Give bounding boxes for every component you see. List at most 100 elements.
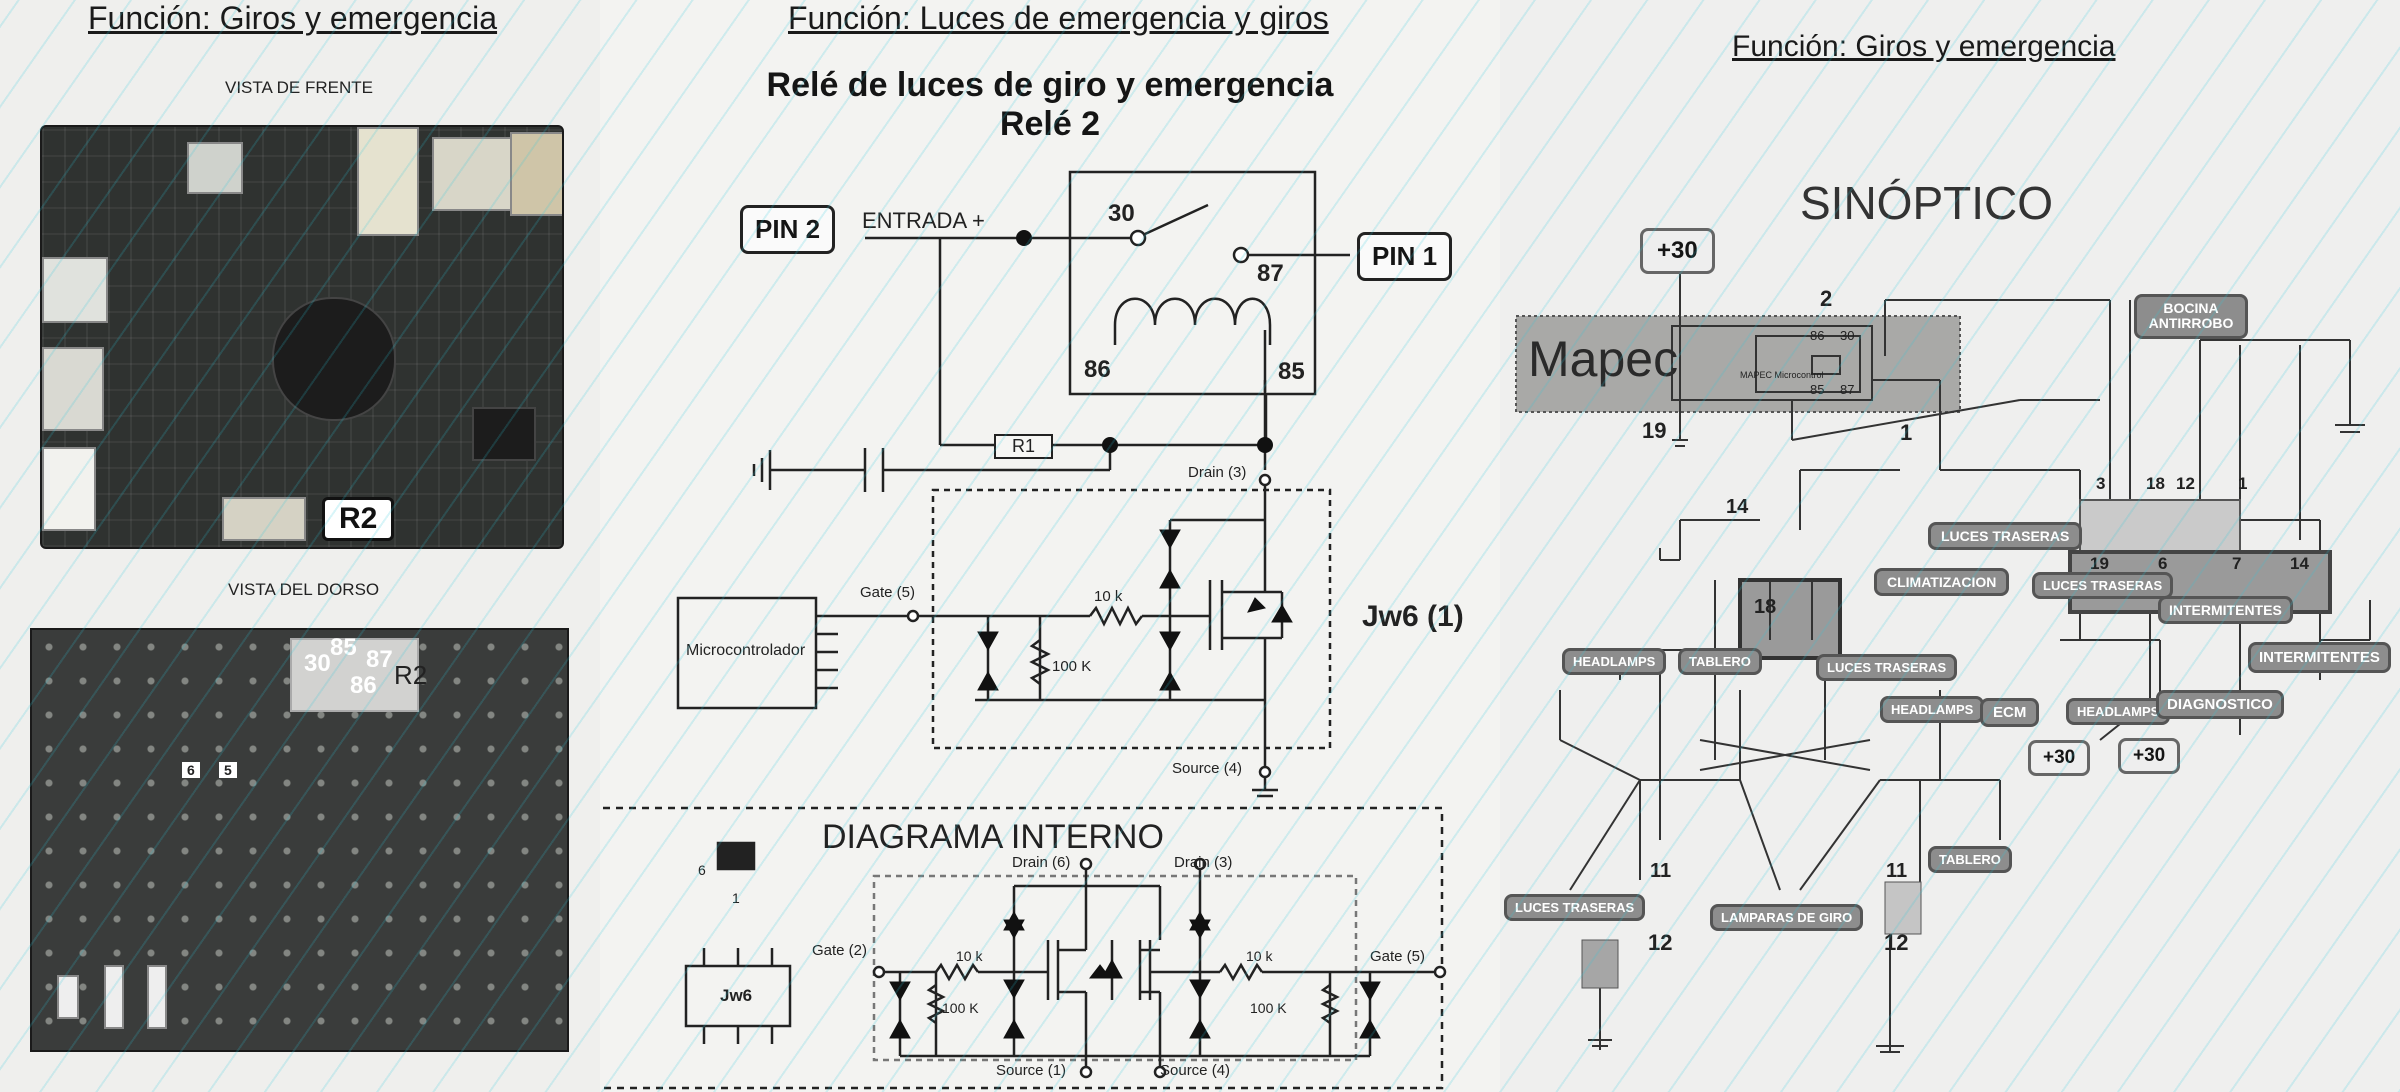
diagnostico-box: DIAGNOSTICO [2156, 690, 2284, 719]
resistor-10k-label: 10 k [1094, 588, 1123, 605]
internal-source-1: Source (1) [996, 1062, 1067, 1079]
relay-18-block [1738, 578, 1842, 660]
slot [57, 975, 79, 1019]
pin1-box: PIN 1 [1357, 232, 1453, 281]
back-r2-label: R2 [394, 660, 428, 690]
jw6-dashed-box [931, 488, 1332, 750]
connector-num-14: 14 [2290, 554, 2309, 573]
relay-pin-86: 86 [1084, 356, 1111, 383]
package-pin-6: 6 [698, 862, 706, 878]
panel-synoptic: Función: Giros y emergencia SINÓPTICO [1500, 0, 2400, 1092]
relay-block [222, 497, 306, 541]
connector-num-7: 7 [2232, 554, 2242, 573]
headlamps-left-box: HEADLAMPS [1562, 648, 1667, 675]
source-label: Source (4) [1172, 760, 1243, 777]
sinoptico-heading: SINÓPTICO [1800, 177, 2054, 229]
tablero-bottom-box: TABLERO [1928, 846, 2012, 873]
internal-100k-b: 100 K [1250, 1000, 1287, 1016]
relay-num-87: 87 [1840, 382, 1855, 397]
slot [147, 965, 167, 1029]
internal-drain-6: Drain (6) [1012, 854, 1071, 871]
relay-num-85: 85 [1810, 382, 1825, 397]
wire-num-1: 1 [1900, 420, 1913, 445]
drain-label: Drain (3) [1188, 464, 1247, 481]
wire-num-19: 19 [1642, 418, 1667, 443]
relay-heading: Relé de luces de giro y emergencia Relé … [600, 66, 1500, 144]
relay-outline [1068, 170, 1317, 396]
internal-10k-b: 10 k [1246, 948, 1273, 964]
entrada-label: ENTRADA + [862, 208, 985, 233]
internal-drain-3: Drain (3) [1174, 854, 1233, 871]
relay-schematic-drawing [600, 170, 1447, 1090]
r2-tag: R2 [322, 497, 395, 541]
relay-block [42, 257, 108, 323]
pin-87: 87 [366, 646, 393, 673]
relay-pin-30: 30 [1108, 200, 1135, 227]
r1-resistor: R1 [994, 434, 1054, 459]
jw6-package-label: Jw6 [720, 986, 753, 1005]
pin-6: 6 [182, 762, 200, 778]
internal-diagram-title: DIAGRAMA INTERNO [822, 818, 1164, 856]
plus30-top-box: +30 [1640, 228, 1715, 274]
relay-num-86: 86 [1810, 328, 1825, 343]
heading-line-1: Relé de luces de giro y emergencia [766, 66, 1334, 104]
ic-chip [472, 407, 536, 461]
lamparas-giro-box: LAMPARAS DE GIRO [1710, 904, 1864, 931]
relay-num-30: 30 [1840, 328, 1855, 343]
panel-relay-schematic: Función: Luces de emergencia y giros Rel… [600, 0, 1500, 1092]
climatizacion-box: CLIMATIZACION [1874, 568, 2010, 596]
intermitentes-right-box: INTERMITENTES [2248, 642, 2391, 673]
wire-num-2: 2 [1820, 286, 1833, 311]
panel-board-photos: Función: Giros y emergencia VISTA DE FRE… [0, 0, 600, 1092]
relay-block [357, 127, 419, 236]
mapec-small-label: MAPEC Microcontrol [1740, 370, 1824, 380]
relay-pin-87: 87 [1257, 260, 1284, 287]
connector-num-6: 6 [2158, 554, 2168, 573]
relay-pin-area [290, 638, 419, 712]
resistor-100k-label: 100 K [1052, 658, 1092, 675]
internal-diagram-box [600, 806, 1444, 1090]
microcontroller-label: Microcontrolador [686, 642, 806, 659]
lamp-num-12-a: 12 [1648, 930, 1673, 955]
connector-num-19: 19 [2090, 554, 2109, 573]
internal-gate-2: Gate (2) [812, 942, 868, 959]
mapec-module [1515, 315, 1961, 413]
intermitentes-mid-box: INTERMITENTES [2158, 596, 2293, 624]
microcontroller-chip [272, 297, 396, 421]
slot [104, 965, 124, 1029]
panel1-title: Función: Giros y emergencia [88, 0, 498, 36]
front-view-label: VISTA DE FRENTE [225, 78, 373, 97]
pin-86: 86 [350, 672, 377, 699]
lamp-num-11-a: 11 [1650, 860, 1672, 882]
plus30-b-box: +30 [2118, 738, 2181, 774]
luces-traseras-bottom-box: LUCES TRASERAS [1504, 894, 1646, 921]
relay-block [42, 447, 96, 531]
connector-num-3: 3 [2096, 474, 2106, 493]
relay-pin-85: 85 [1278, 358, 1305, 385]
bocina-antirrobo-box: BOCINA ANTIRROBO [2134, 294, 2248, 339]
wire-num-14: 14 [1726, 496, 1749, 518]
mapec-label: Mapec [1528, 331, 1679, 387]
luces-traseras-mid-box: LUCES TRASERAS [2032, 572, 2174, 599]
heading-line-2: Relé 2 [999, 105, 1101, 143]
gate-label: Gate (5) [860, 584, 916, 601]
connector-block [510, 132, 562, 216]
front-board-photo: R2 [40, 125, 564, 549]
jw6-label: Jw6 (1) [1362, 600, 1464, 633]
connector-num-12: 12 [2176, 474, 2195, 493]
connector-num-1: 1 [2238, 474, 2248, 493]
connector-num-18: 18 [2146, 474, 2165, 493]
lamp-num-11-b: 11 [1886, 860, 1908, 882]
ecm-box: ECM [1980, 698, 2040, 727]
plus30-a-box: +30 [2028, 740, 2091, 776]
panel3-title: Función: Giros y emergencia [1732, 30, 2116, 63]
pin-5: 5 [219, 762, 237, 778]
pin-85: 85 [330, 634, 357, 661]
headlamps-right-box: HEADLAMPS [2066, 698, 2171, 725]
internal-gate-5: Gate (5) [1370, 948, 1426, 965]
pin2-box: PIN 2 [740, 205, 836, 254]
package-pin-1: 1 [732, 890, 740, 906]
back-view-label: VISTA DEL DORSO [228, 580, 380, 599]
internal-100k-a: 100 K [942, 1000, 979, 1016]
internal-10k-a: 10 k [956, 948, 983, 964]
